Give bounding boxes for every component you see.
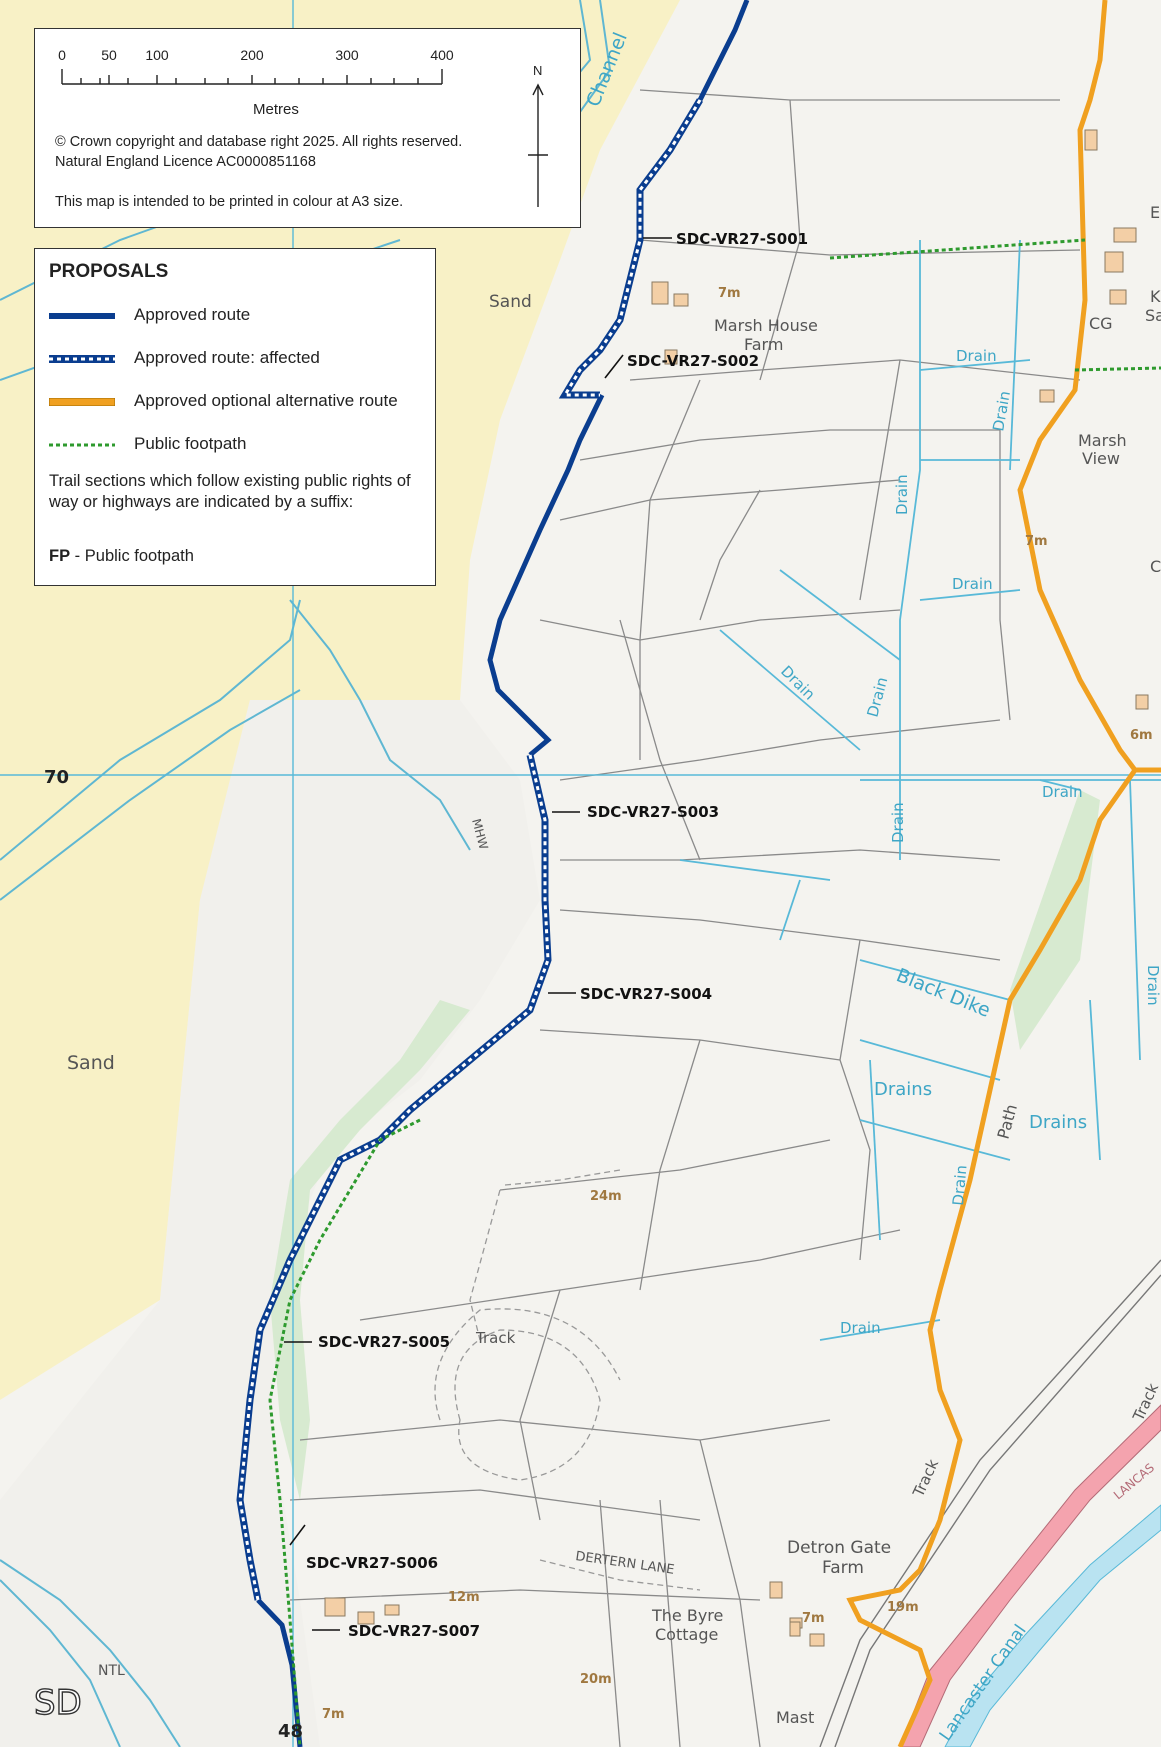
place-edge-c: C [1150,557,1161,576]
drain-label: Drain [949,1164,970,1206]
scale-copyright-panel: 0 50 100 200 300 400 Metres © Crown copy… [34,28,581,228]
approved-route-mid [487,393,605,757]
spot-height: 7m [718,286,741,301]
legend-note: Trail sections which follow existing pub… [49,472,411,511]
legend-label: Approved route: affected [134,348,320,367]
spot-height: 19m [887,1600,919,1615]
legend-fp-line: FP - Public footpath [49,547,194,566]
spot-height: 6m [1130,728,1153,743]
spot-height: 7m [322,1707,345,1722]
main-road [899,1404,1161,1747]
place-byre-2: Cottage [655,1625,718,1644]
drain-label: Drain [956,347,997,365]
route-label-s003: SDC-VR27-S003 [587,803,719,821]
legend-swatch-affected [49,355,115,363]
spot-height: 7m [1025,534,1048,549]
legend-item-affected-route: Approved route: affected [35,346,435,372]
route-label-s006: SDC-VR27-S006 [306,1554,438,1572]
fp-code: FP [49,547,71,565]
north-label: N [533,63,543,78]
place-track-1: Track [475,1329,516,1347]
place-marsh-house-2: Farm [744,335,783,354]
legend-swatch-approved [49,313,115,319]
spot-height: 20m [580,1672,612,1687]
railway [819,1259,1161,1747]
field-boundaries [289,89,1081,1747]
grid-label-48: 48 [278,1721,303,1742]
place-edge-k: K [1150,287,1161,306]
place-edge-sa: Sa [1145,306,1161,325]
scale-tick-label: 200 [240,47,264,63]
fp-text: - Public footpath [70,547,194,565]
tracks [434,1169,701,1591]
place-cg: CG [1089,314,1113,333]
scale-tick-label: 0 [58,47,66,63]
place-drains-1: Drains [874,1079,932,1100]
public-footpaths [268,238,1161,1747]
route-label-s005: SDC-VR27-S005 [318,1333,450,1351]
spot-height: 7m [802,1611,825,1626]
legend-item-approved-route: Approved route [35,303,435,329]
legend-label: Public footpath [134,434,247,453]
place-marsh-view-2: View [1082,449,1120,468]
approved-route-north [697,0,750,102]
place-sd: SD [34,1683,82,1723]
legend-item-alternative-route: Approved optional alternative route [35,389,435,415]
drain-label: Drain [1144,965,1161,1006]
route-label-s007: SDC-VR27-S007 [348,1622,480,1640]
grid-label-70: 70 [44,767,69,788]
legend-swatch-footpath [49,443,115,447]
scale-unit: Metres [253,101,299,118]
print-note: This map is intended to be printed in co… [55,194,404,210]
route-label-s004: SDC-VR27-S004 [580,985,712,1003]
route-label-s002: SDC-VR27-S002 [627,352,759,370]
place-drains-2: Drains [1029,1112,1087,1133]
place-detron-2: Farm [822,1558,864,1578]
drain-label: Drain [840,1319,881,1337]
north-arrow-icon [528,83,548,207]
lancaster-canal [944,1504,1161,1747]
scale-tick-label: 100 [145,47,169,63]
route-label-s001: SDC-VR27-S001 [676,230,808,248]
grass-strip [270,1000,470,1500]
place-ntl: NTL [98,1663,125,1679]
spot-height: 24m [590,1189,622,1204]
route-labels: SDC-VR27-S001 SDC-VR27-S002 SDC-VR27-S00… [306,230,808,1640]
place-sand-upper: Sand [489,292,532,312]
scale-bar [61,69,443,85]
drains [679,239,1161,1341]
scale-tick-label: 300 [335,47,359,63]
saltmarsh-area [0,700,540,1747]
legend-title: PROPOSALS [49,261,169,282]
buildings [324,129,1149,1647]
copyright-line-2: Natural England Licence AC0000851168 [55,154,316,170]
scale-tick-label: 400 [430,47,454,63]
legend-label: Approved optional alternative route [134,391,398,410]
scale-tick-label: 50 [101,47,117,63]
place-sand-lower: Sand [67,1052,115,1074]
place-mast: Mast [776,1708,814,1727]
drain-label: Drain [889,802,907,843]
place-byre-1: The Byre [651,1606,723,1625]
place-detron-1: Detron Gate [787,1538,891,1558]
legend-item-public-footpath: Public footpath [35,432,435,458]
label-pointers [284,237,672,1631]
alternative-route [846,0,1139,1747]
drain-label: Drain [893,474,911,515]
drain-label: Drain [1042,783,1083,801]
place-marsh-view-1: Marsh [1078,431,1127,450]
spot-heights: 7m 7m 6m 24m 12m 7m 19m 20m 7m [322,286,1153,1722]
legend-label: Approved route [134,305,251,324]
spot-height: 12m [448,1590,480,1605]
copyright-line-1: © Crown copyright and database right 202… [55,134,463,150]
place-marsh-house-1: Marsh House [714,316,818,335]
drain-label: Drain [952,575,993,593]
legend-panel: PROPOSALS Approved route Approved route:… [34,248,436,586]
legend-swatch-alternative [49,398,115,406]
affected-route [236,98,704,1601]
place-edge-e: E [1150,203,1160,222]
